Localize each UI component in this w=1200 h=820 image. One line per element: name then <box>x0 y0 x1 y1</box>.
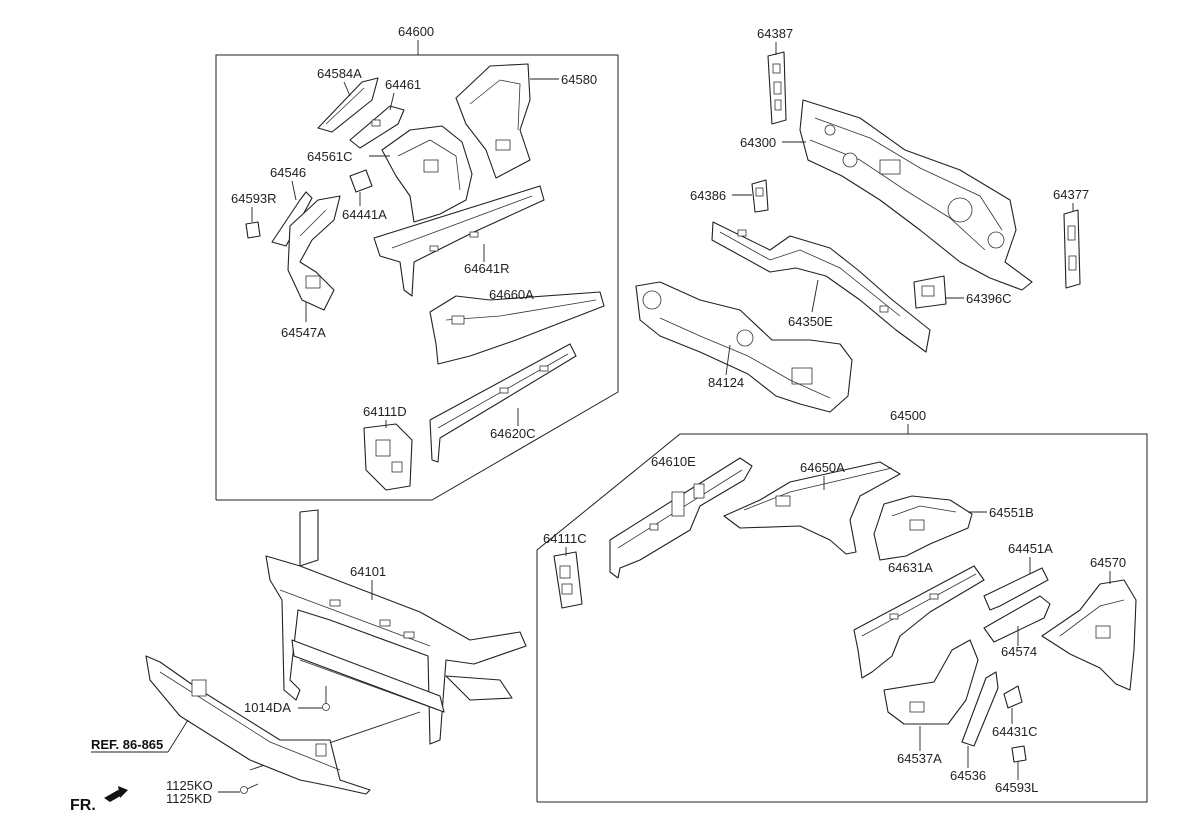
label-64111D: 64111D <box>363 404 407 419</box>
group-box-64500 <box>536 433 1148 803</box>
label-64561C: 64561C <box>307 149 353 164</box>
label-64547A: 64547A <box>281 325 326 340</box>
part-64300 <box>799 99 1033 291</box>
part-1014DA <box>322 686 330 711</box>
label-64536: 64536 <box>950 768 986 783</box>
part-64377 <box>1063 209 1081 289</box>
group-label-64600: 64600 <box>398 24 434 39</box>
part-1125KO-screw <box>240 783 259 794</box>
part-64546 <box>271 191 313 247</box>
label-84124: 84124 <box>708 375 744 390</box>
reference-label: REF. 86-865 <box>91 737 163 752</box>
part-64561C <box>381 125 473 223</box>
label-64441A: 64441A <box>342 207 387 222</box>
label-64451A: 64451A <box>1008 541 1053 556</box>
label-64546: 64546 <box>270 165 306 180</box>
label-1014DA: 1014DA <box>244 700 291 715</box>
part-64441A <box>349 169 373 193</box>
part-64536 <box>961 671 999 747</box>
label-64593R: 64593R <box>231 191 277 206</box>
part-64631A <box>853 565 985 679</box>
label-64631A: 64631A <box>888 560 933 575</box>
label-64350E: 64350E <box>788 314 833 329</box>
label-64580: 64580 <box>561 72 597 87</box>
label-64551B: 64551B <box>989 505 1034 520</box>
direction-label: FR. <box>70 797 96 814</box>
label-64300: 64300 <box>740 135 776 150</box>
part-64641R <box>373 185 545 297</box>
part-64580 <box>455 63 531 179</box>
label-64111C: 64111C <box>543 531 587 546</box>
label-64650A: 64650A <box>800 460 845 475</box>
label-64641R: 64641R <box>464 261 510 276</box>
part-64101 <box>265 509 527 745</box>
part-64593L <box>1011 745 1027 763</box>
label-64431C: 64431C <box>992 724 1038 739</box>
part-64350E <box>711 221 931 353</box>
part-64570 <box>1041 579 1137 691</box>
label-1125KD: 1125KD <box>166 791 212 806</box>
label-64386: 64386 <box>690 188 726 203</box>
part-64593R <box>245 221 261 239</box>
front-direction-arrow-icon <box>104 786 128 802</box>
part-bumper-beam-reference <box>145 655 371 795</box>
label-64593L: 64593L <box>995 780 1038 795</box>
part-64451A <box>983 567 1049 611</box>
group-box-64600 <box>215 54 619 501</box>
label-64610E: 64610E <box>651 454 696 469</box>
part-64610E <box>609 457 753 579</box>
part-64547A <box>287 195 341 311</box>
part-64551B <box>873 495 973 561</box>
part-64650A <box>723 461 901 555</box>
label-64537A: 64537A <box>897 751 942 766</box>
label-64377: 64377 <box>1053 187 1089 202</box>
part-64461 <box>349 105 405 149</box>
part-64387 <box>767 51 787 125</box>
part-64396C <box>913 275 947 309</box>
label-64660A: 64660A <box>489 287 534 302</box>
label-64387: 64387 <box>757 26 793 41</box>
part-64111C <box>553 551 583 609</box>
part-64537A <box>883 639 979 725</box>
label-64570: 64570 <box>1090 555 1126 570</box>
label-64396C: 64396C <box>966 291 1012 306</box>
label-64101: 64101 <box>350 564 386 579</box>
label-64620C: 64620C <box>490 426 536 441</box>
part-64431C <box>1003 685 1023 709</box>
label-64574: 64574 <box>1001 644 1037 659</box>
part-64574 <box>983 595 1051 643</box>
part-64386 <box>751 179 769 213</box>
part-64111D <box>363 423 413 491</box>
part-64584A <box>317 77 379 133</box>
part-84124 <box>635 281 853 413</box>
part-64620C <box>429 343 577 463</box>
label-64584A: 64584A <box>317 66 362 81</box>
label-1125KO: 1125KO <box>166 778 213 793</box>
part-64660A <box>429 291 605 365</box>
group-label-64500: 64500 <box>890 408 926 423</box>
label-64461: 64461 <box>385 77 421 92</box>
